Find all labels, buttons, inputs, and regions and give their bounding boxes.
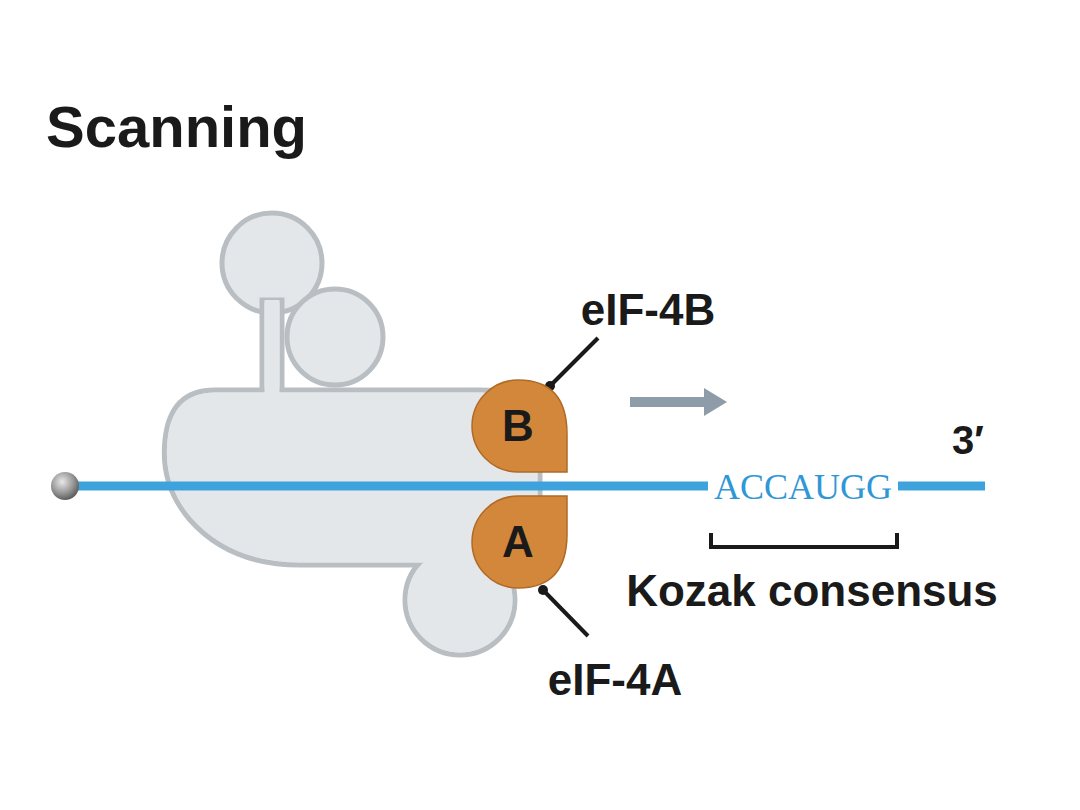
factor-letter: A [471, 495, 565, 589]
direction-arrowhead [704, 388, 727, 416]
leader-line [543, 590, 588, 636]
factor-name: eIF-4A [548, 658, 682, 702]
factor-outline [472, 380, 567, 472]
strand-end: 3′ [952, 420, 984, 460]
ribosome-fill [167, 300, 538, 653]
five-prime-cap [51, 472, 79, 500]
factor-name: eIF-4B [581, 288, 715, 332]
eif4a-factor: A [471, 493, 569, 591]
leader-line [550, 338, 598, 386]
leader-dot [538, 585, 548, 595]
eif4b-factor: B [471, 379, 569, 477]
title: Scanning [46, 98, 307, 156]
factor-letter: B [471, 379, 565, 473]
bracket [711, 533, 897, 547]
factor-outline [472, 496, 567, 588]
sequence: ACCAUGG [708, 469, 898, 505]
direction-arrow [630, 397, 707, 407]
sequence-name: Kozak consensus [626, 569, 998, 613]
